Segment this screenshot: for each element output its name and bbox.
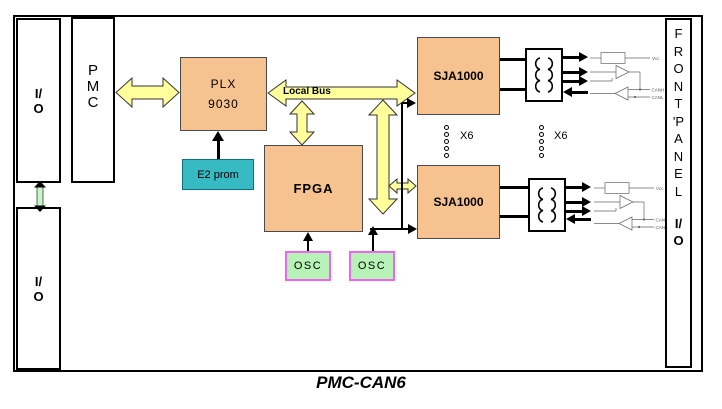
- io-bottom-label-line2: O: [33, 288, 44, 304]
- front-panel-letter: N: [673, 148, 684, 164]
- osc-label-2: OSC: [357, 260, 387, 272]
- ch2-canl-label: CANL: [656, 225, 669, 230]
- pmc-letter-p: P: [87, 62, 98, 79]
- x6-label-left: X6: [460, 130, 474, 142]
- eeprom-plx-arrowhead: [212, 131, 224, 141]
- ch1-vcc-label: Vcc: [652, 56, 660, 61]
- sja1-transformer-wire-2: [500, 88, 525, 91]
- front-panel-letter: N: [673, 78, 684, 94]
- clock-sja1-arrowhead: [407, 97, 416, 108]
- x6-label-right: X6: [554, 130, 568, 142]
- front-panel-letter: L: [674, 183, 683, 199]
- eeprom-plx-line: [216, 140, 220, 159]
- front-panel-io-line1: I/: [674, 216, 683, 231]
- ch2-out-arrow-3: [582, 206, 591, 216]
- pmc-connector: P M C: [71, 17, 115, 183]
- io-top-label-line1: I/: [34, 85, 43, 101]
- clock-vertical-line: [400, 103, 403, 230]
- ch2-canh-label: CANH: [656, 218, 669, 223]
- front-panel-io-line2: O: [673, 233, 684, 248]
- ch1-canl-label: CANL: [652, 95, 665, 100]
- board-outline: [13, 15, 703, 372]
- io-connector-bottom: I/ O: [16, 207, 61, 370]
- plx-9030-chip: PLX 9030: [180, 57, 267, 131]
- clock-bottom-line: [370, 227, 409, 230]
- pmc-letter-c: C: [87, 94, 99, 111]
- io-connector-top: I/ O: [16, 18, 61, 183]
- osc2-clock-arrowhead: [368, 226, 378, 235]
- front-panel-letter: A: [674, 131, 683, 147]
- eeprom-chip: E2 prom: [182, 159, 254, 190]
- clock-sja2-arrowhead: [408, 223, 417, 234]
- fpga-label: FPGA: [293, 181, 334, 196]
- ch2-vcc-label: Vcc: [656, 186, 664, 191]
- osc-box-1: OSC: [285, 251, 331, 281]
- osc1-fpga-line: [306, 240, 309, 251]
- sja1000-label-2: SJA1000: [433, 195, 484, 209]
- front-panel-letter: 'P: [672, 113, 685, 129]
- io-top-label-line2: O: [33, 100, 44, 116]
- localbus-vertical-arrow: [367, 99, 399, 215]
- sja1-transformer-wire-1: [500, 58, 525, 61]
- ch1-out-arrow-3: [579, 76, 588, 86]
- io-link-arrow: [34, 181, 46, 212]
- sja2-transformer-wire-2: [500, 215, 528, 218]
- local-bus-arrow: [267, 79, 416, 107]
- eeprom-label: E2 prom: [197, 168, 239, 181]
- can-transceiver-schematic-2: Vcc CANH CANL: [594, 182, 669, 231]
- ch2-out-arrow-2: [582, 197, 591, 207]
- pmc-plx-bus-arrow: [115, 76, 180, 109]
- sja1000-chip-1: SJA1000: [417, 37, 500, 115]
- front-panel-letter: T: [674, 96, 683, 112]
- pmc-letter-m: M: [86, 78, 100, 95]
- osc1-fpga-arrowhead: [303, 232, 313, 241]
- diagram-caption: PMC-CAN6: [316, 373, 406, 392]
- front-panel-letter: E: [674, 166, 683, 182]
- local-bus-label: Local Bus: [283, 86, 331, 97]
- localbus-fpga-arrow: [288, 100, 316, 146]
- clock-top-stub: [402, 101, 408, 104]
- io-bottom-label-line1: I/: [34, 273, 43, 289]
- ch1-out-arrow-2: [579, 67, 588, 77]
- can-transceiver-schematic-1: Vcc CANH CANL: [590, 52, 665, 101]
- transformer-2: [528, 178, 566, 232]
- ch1-canh-label: CANH: [652, 88, 665, 93]
- ch2-in-arrow: [566, 214, 575, 224]
- sja2-transformer-wire-1: [500, 186, 528, 189]
- plx-label-line1: PLX: [210, 77, 237, 91]
- front-panel-connector: F R O N T 'P A N E L I/ O: [665, 18, 692, 368]
- osc-label-1: OSC: [293, 260, 323, 272]
- transformer-1: [525, 48, 563, 102]
- sja1000-chip-2: SJA1000: [417, 165, 500, 239]
- osc-box-2: OSC: [349, 251, 395, 281]
- osc2-clock-riser: [371, 234, 374, 251]
- front-panel-letter: O: [673, 61, 684, 77]
- ch1-out-arrow-1: [579, 52, 588, 62]
- front-panel-letter: R: [673, 43, 684, 59]
- sja1000-label-1: SJA1000: [433, 69, 484, 83]
- ch1-in-arrow: [563, 86, 572, 97]
- plx-label-line2: 9030: [208, 97, 239, 111]
- ch2-out-arrow-1: [582, 182, 591, 192]
- fpga-chip: FPGA: [264, 145, 363, 232]
- front-panel-letter: F: [674, 26, 683, 42]
